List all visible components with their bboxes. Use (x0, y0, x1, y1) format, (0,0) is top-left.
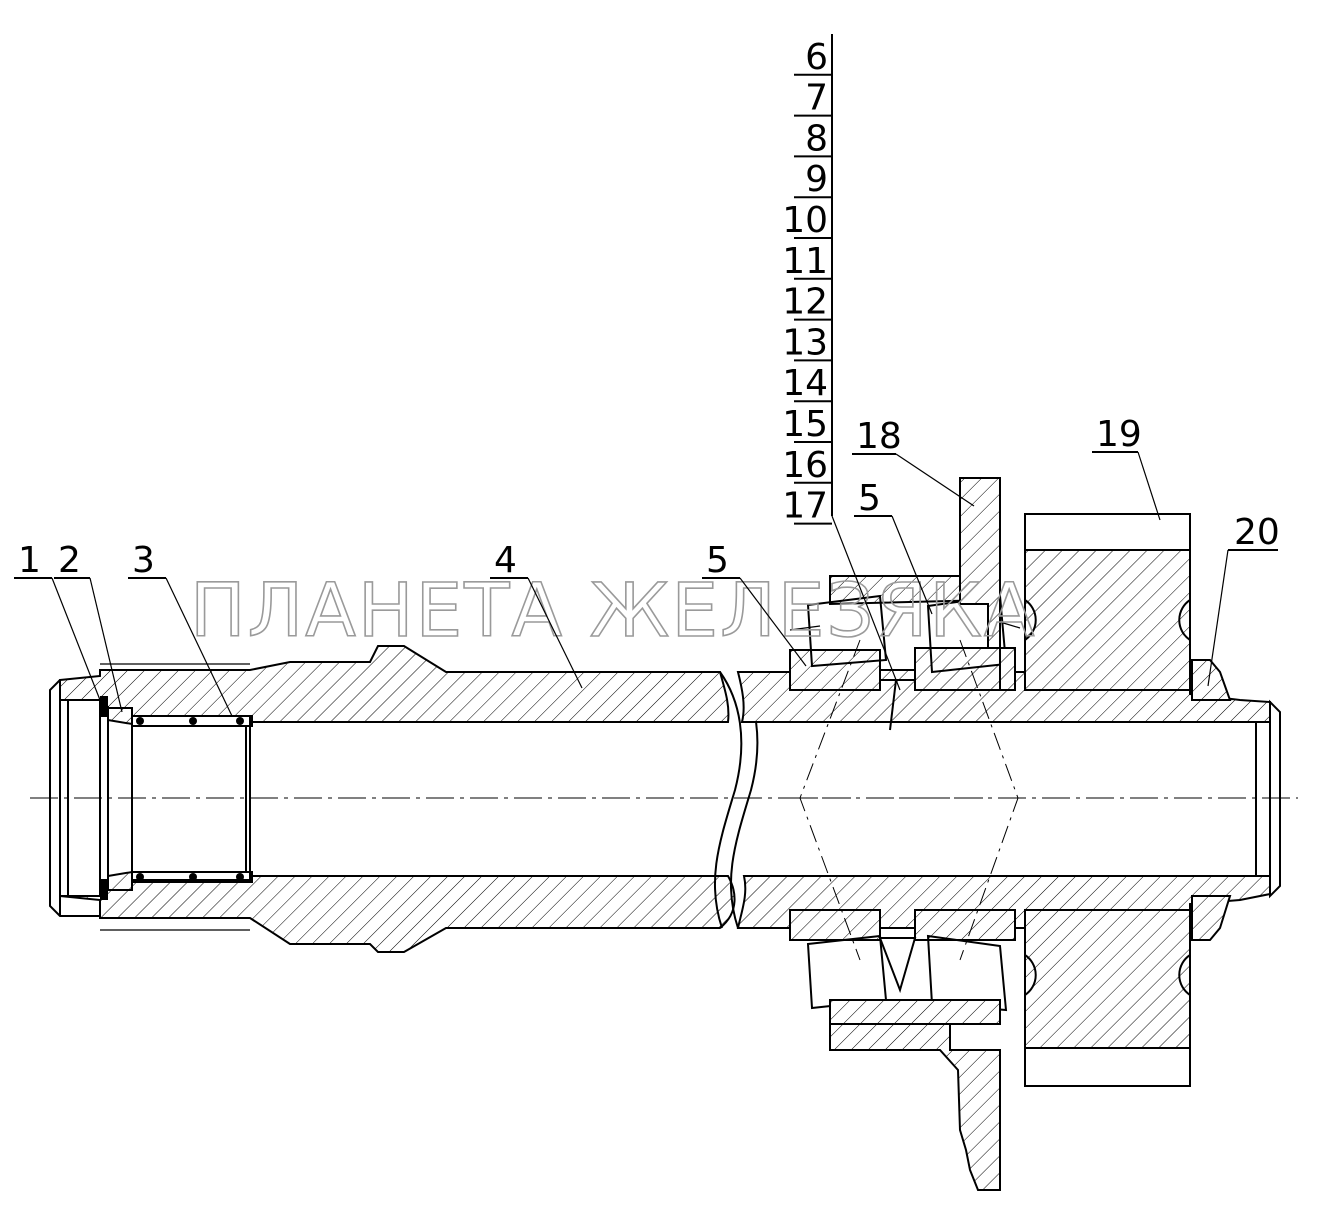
callout-3: 3 (128, 540, 233, 717)
retaining-ring (100, 696, 133, 900)
callout-4: 4 (490, 540, 583, 689)
stack-callout-14: 14 (782, 363, 828, 404)
svg-text:3: 3 (132, 540, 155, 581)
callout-18: 18 (852, 416, 975, 507)
callout-20: 20 (1207, 512, 1280, 687)
shaft-left-end (49, 679, 133, 917)
stack-callout-13: 13 (782, 322, 828, 363)
watermark: ПЛАНЕТА ЖЕЛЕЗЯКА (190, 568, 1037, 654)
stack-callout-8: 8 (805, 118, 828, 159)
spline (100, 663, 250, 931)
stack-callout-9: 9 (805, 159, 828, 200)
callout-5-left: 5 (702, 540, 807, 667)
stack-callout-16: 16 (782, 445, 828, 486)
svg-text:18: 18 (856, 416, 902, 457)
break-line-left (713, 671, 743, 929)
shaft-upper-wall-left (59, 645, 730, 723)
bearing-contact-lines (799, 639, 1019, 961)
callout-5-right: 5 (854, 478, 933, 615)
gear (1024, 513, 1191, 1087)
flange-upper (959, 477, 1016, 691)
callout-1: 1 (14, 540, 101, 701)
svg-text:20: 20 (1234, 512, 1280, 553)
flange-lower (829, 1023, 1001, 1191)
stack-callout-7: 7 (805, 78, 828, 119)
svg-text:5: 5 (858, 478, 881, 519)
svg-text:4: 4 (494, 540, 517, 581)
stack-callout-6: 6 (805, 37, 828, 78)
upper-bearing-assembly (789, 575, 1021, 731)
svg-text:5: 5 (706, 540, 729, 581)
needle-bearing (131, 715, 253, 883)
svg-text:19: 19 (1096, 414, 1142, 455)
callout-19: 19 (1092, 414, 1161, 521)
svg-text:2: 2 (58, 540, 81, 581)
stack-callout-12: 12 (782, 282, 828, 323)
stack-callout-15: 15 (782, 404, 828, 445)
stack-callout-17: 17 (782, 486, 828, 527)
shaft-right-end (1255, 699, 1281, 899)
shaft-lower-wall-left (59, 875, 736, 953)
nut-lower (1191, 895, 1232, 941)
stack-callout-11: 11 (782, 241, 828, 282)
stack-callout-10: 10 (782, 200, 828, 241)
lower-bearing-assembly (789, 909, 1016, 1025)
svg-text:1: 1 (18, 540, 41, 581)
callout-2: 2 (54, 540, 123, 713)
nut (1191, 659, 1232, 701)
